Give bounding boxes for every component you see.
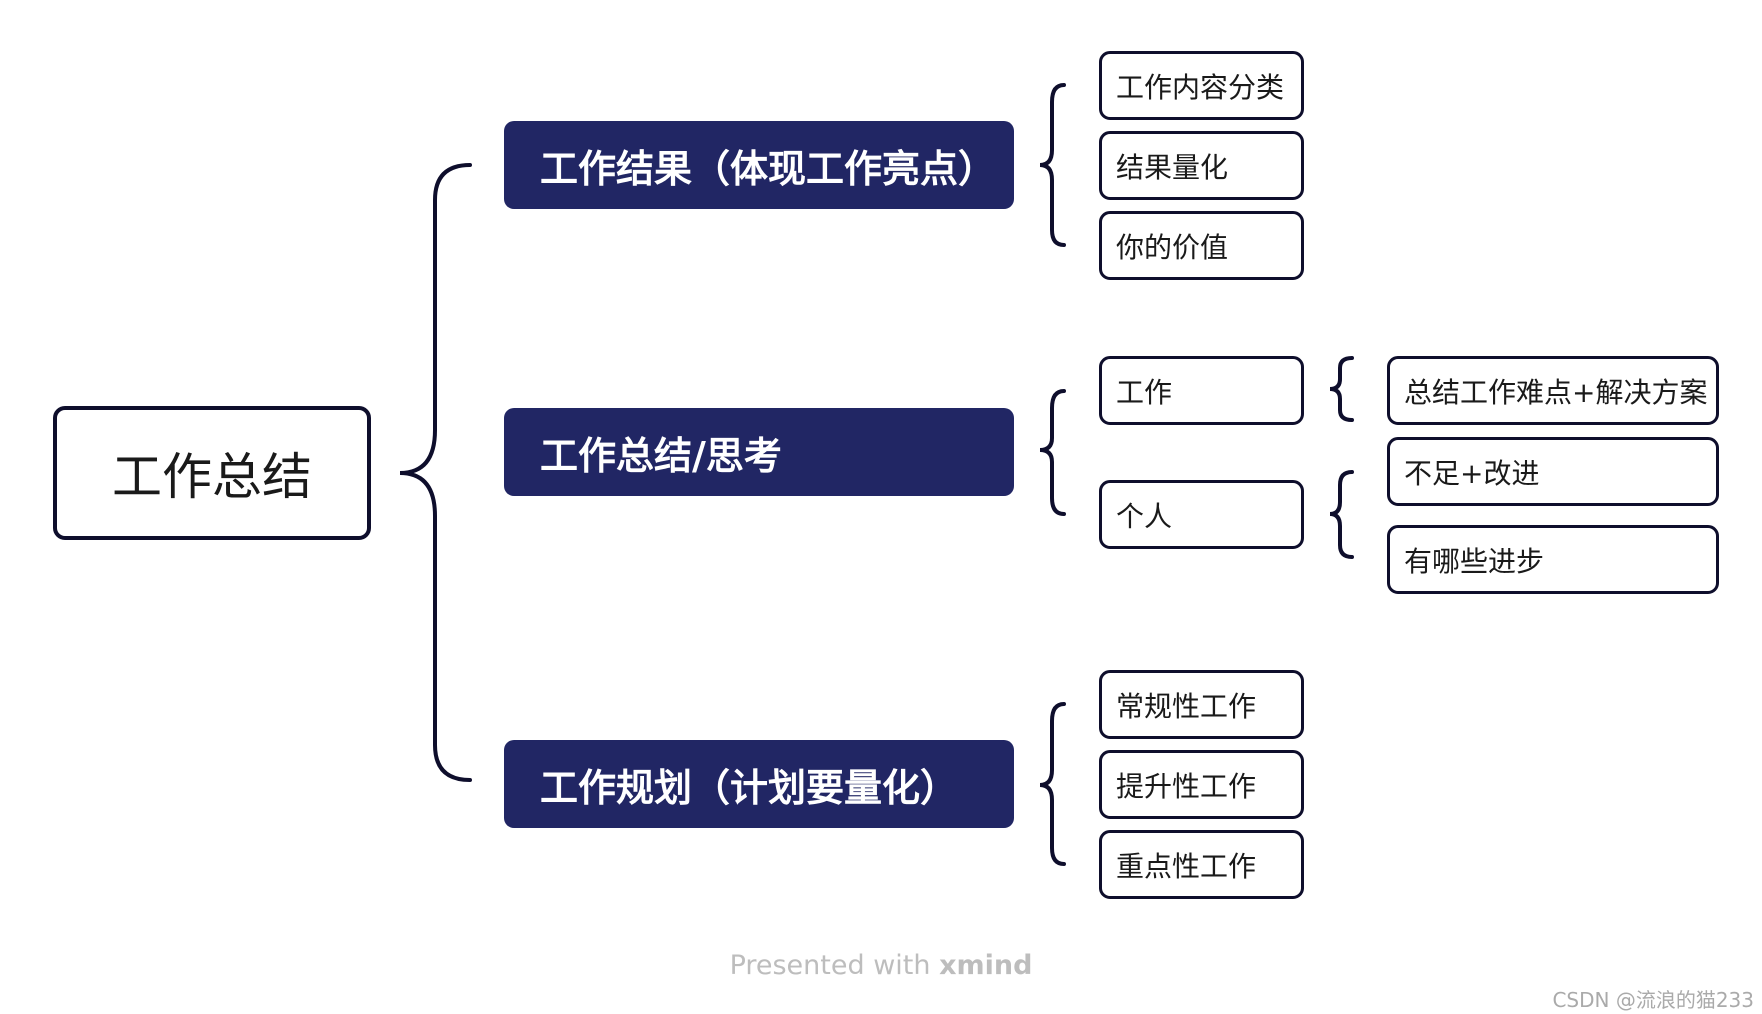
xmind-brand: xmind <box>939 950 1033 981</box>
subtopic-label: 总结工作难点+解决方案 <box>1404 375 1708 409</box>
subtopic-label: 你的价值 <box>1116 230 1229 264</box>
work-brace <box>1329 356 1354 422</box>
subtopic-label: 个人 <box>1116 499 1173 533</box>
subtopic-label: 结果量化 <box>1116 150 1229 184</box>
branch2-brace <box>1039 389 1066 516</box>
subtopic-your-value[interactable]: 你的价值 <box>1099 211 1304 280</box>
presented-with-footer: Presented with xmind <box>0 950 1762 981</box>
branch-label: 工作总结/思考 <box>540 433 782 478</box>
subtopic-label: 有哪些进步 <box>1404 544 1545 578</box>
subtopic-progress-made[interactable]: 有哪些进步 <box>1387 525 1719 594</box>
subtopic-work[interactable]: 工作 <box>1099 356 1304 425</box>
subtopic-shortcomings-improvements[interactable]: 不足+改进 <box>1387 437 1719 506</box>
subtopic-key-work[interactable]: 重点性工作 <box>1099 830 1304 899</box>
subtopic-work-categories[interactable]: 工作内容分类 <box>1099 51 1304 120</box>
subtopic-label: 工作内容分类 <box>1116 70 1285 104</box>
subtopic-label: 提升性工作 <box>1116 769 1257 803</box>
personal-brace <box>1329 470 1354 559</box>
branch-label: 工作结果（体现工作亮点） <box>540 146 997 191</box>
subtopic-difficulties-solutions[interactable]: 总结工作难点+解决方案 <box>1387 356 1719 425</box>
csdn-watermark: CSDN @流浪的猫233 <box>1552 988 1754 1012</box>
root-brace <box>399 163 472 782</box>
branch3-brace <box>1039 702 1066 866</box>
footer-prefix: Presented with <box>729 950 940 981</box>
subtopic-improvement-work[interactable]: 提升性工作 <box>1099 750 1304 819</box>
subtopic-routine-work[interactable]: 常规性工作 <box>1099 670 1304 739</box>
subtopic-personal[interactable]: 个人 <box>1099 480 1304 549</box>
root-topic-label: 工作总结 <box>112 448 312 506</box>
subtopic-label: 工作 <box>1116 375 1173 409</box>
branch1-brace <box>1039 83 1066 247</box>
subtopic-result-quantify[interactable]: 结果量化 <box>1099 131 1304 200</box>
branch-work-reflection[interactable]: 工作总结/思考 <box>504 408 1014 496</box>
root-topic[interactable]: 工作总结 <box>53 406 371 540</box>
subtopic-label: 常规性工作 <box>1116 689 1257 723</box>
subtopic-label: 不足+改进 <box>1404 456 1540 490</box>
subtopic-label: 重点性工作 <box>1116 849 1257 883</box>
branch-work-results[interactable]: 工作结果（体现工作亮点） <box>504 121 1014 209</box>
branch-work-planning[interactable]: 工作规划（计划要量化） <box>504 740 1014 828</box>
branch-label: 工作规划（计划要量化） <box>540 765 959 810</box>
